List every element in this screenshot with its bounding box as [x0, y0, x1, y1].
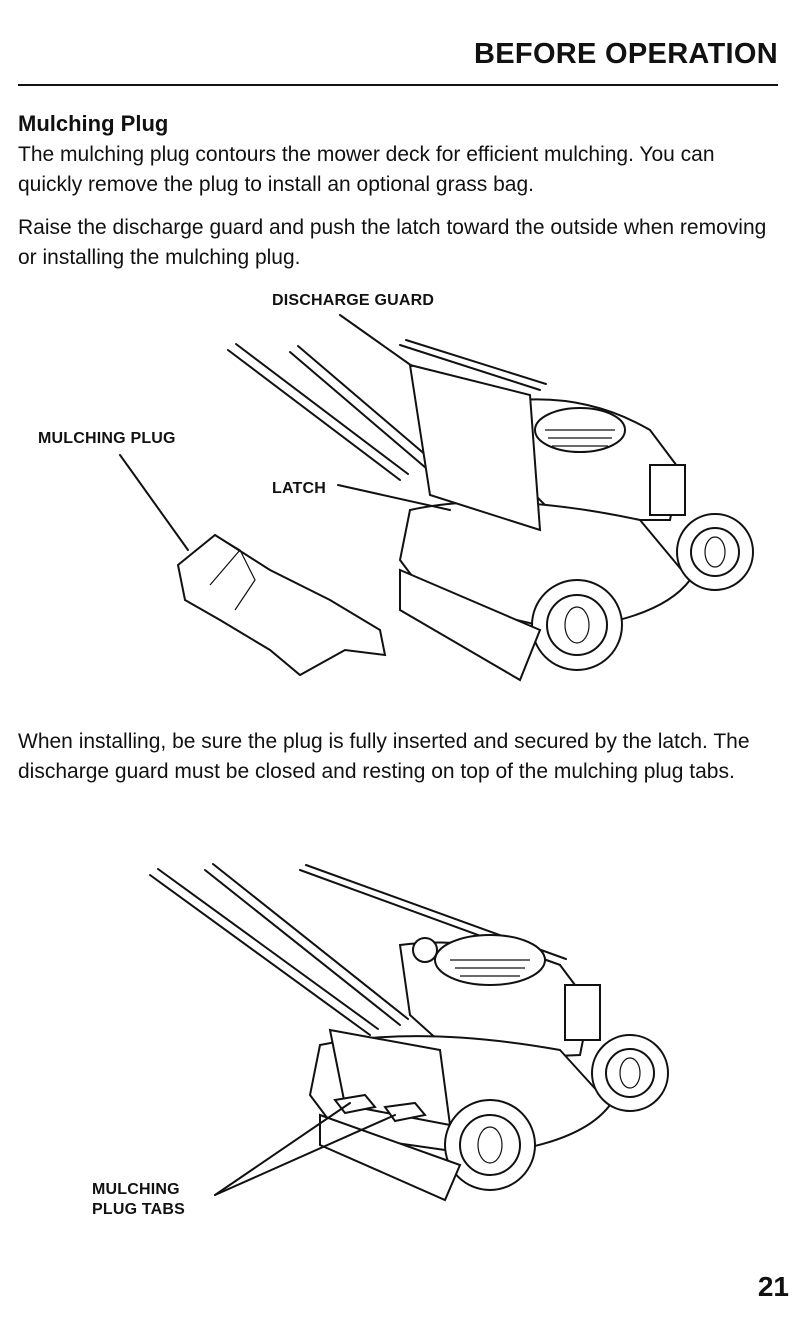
page-number: 21 [757, 1271, 789, 1302]
header-divider [18, 84, 778, 86]
callout-discharge-guard: DISCHARGE GUARD [272, 292, 435, 309]
mower-plug-removal-illustration [119, 314, 754, 682]
paragraph-instructions: Raise the discharge guard and push the l… [18, 216, 767, 269]
callout-latch: LATCH [272, 480, 327, 497]
callout-tabs-line1: MULCHING [92, 1181, 180, 1198]
page-section-header: BEFORE OPERATION [474, 38, 778, 70]
callout-tabs-line2: PLUG TABS [92, 1201, 186, 1218]
mower-plug-installed-illustration [149, 863, 669, 1202]
section-title: Mulching Plug [18, 111, 169, 136]
callout-mulching-plug-tabs: MULCHING PLUG TABS [92, 1180, 185, 1220]
callout-mulching-plug: MULCHING PLUG [38, 430, 176, 447]
paragraph-installation-note: When installing, be sure the plug is ful… [18, 730, 750, 783]
paragraph-intro: The mulching plug contours the mower dec… [18, 143, 715, 196]
